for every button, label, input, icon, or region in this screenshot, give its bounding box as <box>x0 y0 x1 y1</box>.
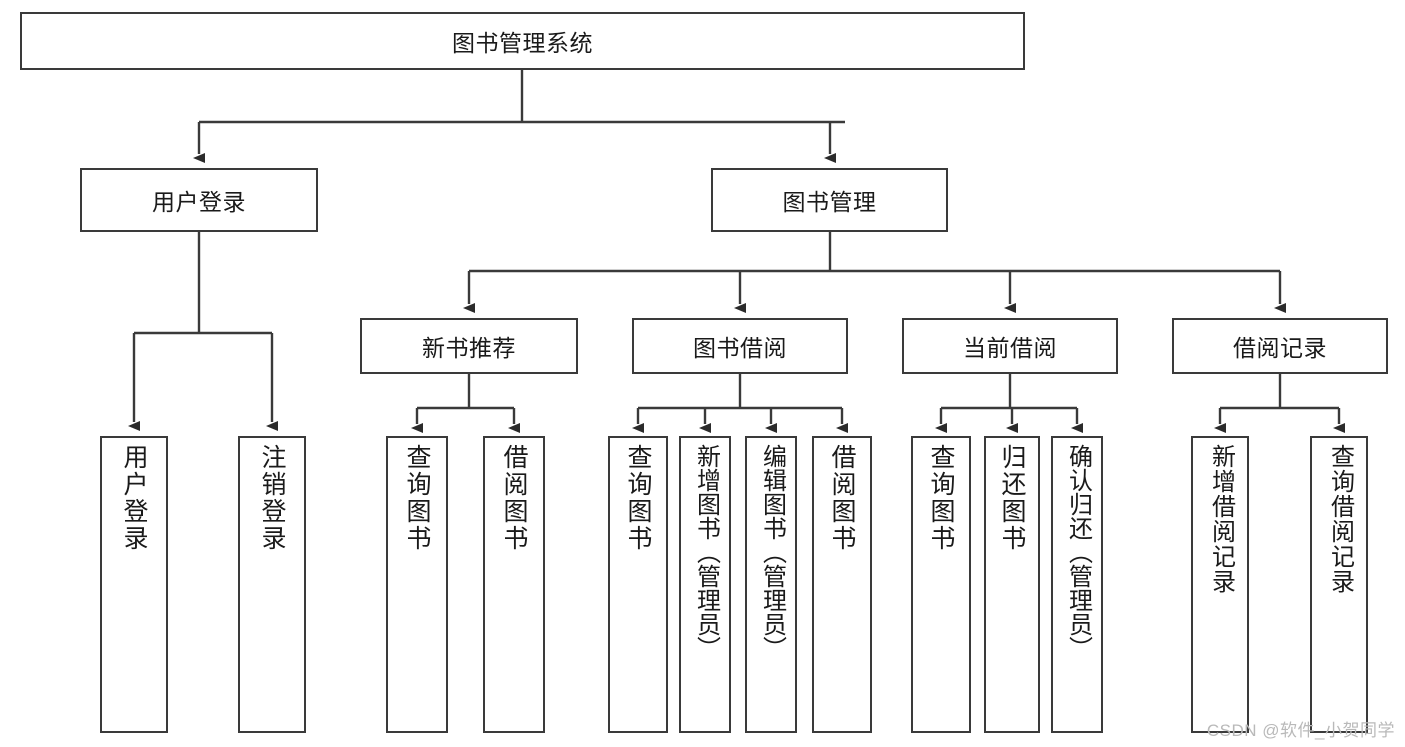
leaf-query-book-current-label: 查询图书 <box>927 444 955 552</box>
node-new-book-recommend-label: 新书推荐 <box>422 335 516 361</box>
leaf-add-book-admin-label: 新增图书（管理员） <box>692 444 720 660</box>
leaf-confirm-return-admin-label: 确认归还（管理员） <box>1064 444 1092 660</box>
node-root[interactable]: 图书管理系统 <box>20 12 1025 70</box>
leaf-edit-book-admin-label: 编辑图书（管理员） <box>758 444 786 660</box>
node-book-borrow[interactable]: 图书借阅 <box>632 318 848 374</box>
leaf-logout[interactable]: 注销登录 <box>238 436 306 733</box>
node-user-login-label: 用户登录 <box>152 189 246 215</box>
leaf-borrow-book-borrow-label: 借阅图书 <box>828 444 856 552</box>
node-current-borrow[interactable]: 当前借阅 <box>902 318 1118 374</box>
node-new-book-recommend[interactable]: 新书推荐 <box>360 318 578 374</box>
leaf-query-book-newbook-label: 查询图书 <box>403 444 431 552</box>
leaf-add-borrow-record[interactable]: 新增借阅记录 <box>1191 436 1249 733</box>
node-current-borrow-label: 当前借阅 <box>963 335 1057 361</box>
leaf-add-borrow-record-label: 新增借阅记录 <box>1207 444 1235 594</box>
leaf-query-book-borrow[interactable]: 查询图书 <box>608 436 668 733</box>
node-borrow-records-label: 借阅记录 <box>1233 335 1327 361</box>
leaf-borrow-book-newbook-label: 借阅图书 <box>500 444 528 552</box>
node-book-management[interactable]: 图书管理 <box>711 168 948 232</box>
leaf-confirm-return-admin[interactable]: 确认归还（管理员） <box>1051 436 1103 733</box>
node-book-management-label: 图书管理 <box>782 189 877 215</box>
leaf-borrow-book-newbook[interactable]: 借阅图书 <box>483 436 545 733</box>
leaf-query-borrow-record-label: 查询借阅记录 <box>1326 444 1354 594</box>
leaf-return-book[interactable]: 归还图书 <box>984 436 1040 733</box>
leaf-edit-book-admin[interactable]: 编辑图书（管理员） <box>745 436 797 733</box>
leaf-query-book-borrow-label: 查询图书 <box>624 444 652 552</box>
node-book-borrow-label: 图书借阅 <box>693 335 787 361</box>
leaf-user-login[interactable]: 用户登录 <box>100 436 168 733</box>
leaf-return-book-label: 归还图书 <box>998 444 1026 552</box>
leaf-query-borrow-record[interactable]: 查询借阅记录 <box>1310 436 1368 733</box>
leaf-query-book-newbook[interactable]: 查询图书 <box>386 436 448 733</box>
node-borrow-records[interactable]: 借阅记录 <box>1172 318 1388 374</box>
node-root-label: 图书管理系统 <box>452 30 593 56</box>
csdn-watermark: CSDN @软件_小贺同学 <box>1206 721 1395 740</box>
node-user-login[interactable]: 用户登录 <box>80 168 318 232</box>
leaf-user-login-label: 用户登录 <box>120 444 148 552</box>
leaf-query-book-current[interactable]: 查询图书 <box>911 436 971 733</box>
leaf-logout-label: 注销登录 <box>258 444 286 552</box>
leaf-borrow-book-borrow[interactable]: 借阅图书 <box>812 436 872 733</box>
leaf-add-book-admin[interactable]: 新增图书（管理员） <box>679 436 731 733</box>
